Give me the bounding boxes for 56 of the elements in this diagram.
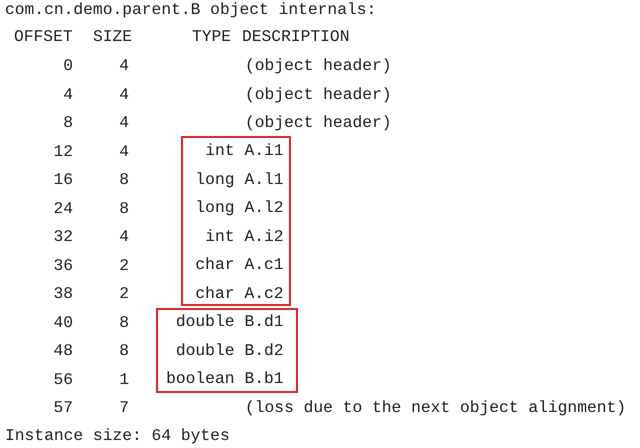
column-header: OFFSET (14, 26, 73, 48)
highlight-frame (156, 308, 298, 393)
table-cell: 16 (53, 169, 73, 191)
table-cell: 24 (53, 198, 73, 220)
table-cell: (object header) (245, 55, 392, 77)
table-cell: double (176, 311, 234, 333)
table-cell: 2 (119, 283, 129, 305)
table-cell: A.l2 (244, 197, 284, 219)
table-cell: 12 (53, 140, 73, 162)
table-cell: 36 (53, 254, 73, 276)
table-cell: 4 (119, 55, 129, 77)
table-cell: 7 (119, 397, 129, 419)
table-cell: 48 (53, 340, 73, 362)
table-cell: A.l1 (244, 168, 284, 190)
table-cell: 0 (63, 55, 73, 77)
table-cell: 4 (119, 140, 129, 162)
heading: com.cn.demo.parent.B object internals: (5, 0, 376, 21)
table-cell: B.d2 (244, 340, 284, 362)
table-cell: B.d1 (244, 311, 284, 333)
highlight-frame (181, 136, 291, 306)
table-cell: 38 (53, 283, 73, 305)
summary-text: Instance size: 64 bytes (5, 425, 230, 447)
table-cell: 8 (63, 112, 73, 134)
table-cell: 40 (53, 312, 73, 334)
table-cell: 32 (53, 226, 73, 248)
table-cell: 4 (119, 112, 129, 134)
table-cell: (loss due to the next object alignment) (245, 397, 626, 419)
table-cell: long (195, 197, 234, 219)
table-cell: B.b1 (244, 368, 284, 390)
table-cell: A.c2 (244, 282, 284, 304)
table-cell: 57 (53, 397, 73, 419)
table-cell: 8 (119, 340, 129, 362)
table-cell: 8 (119, 169, 129, 191)
table-cell: 8 (119, 312, 129, 334)
table-cell: double (176, 340, 234, 362)
table-cell: 4 (119, 226, 129, 248)
table-cell: A.c1 (244, 254, 284, 276)
column-header: DESCRIPTION (242, 26, 350, 48)
table-cell: A.i1 (244, 140, 284, 162)
table-cell: 4 (119, 84, 129, 106)
table-cell: long (195, 168, 234, 190)
table-cell: (object header) (245, 112, 392, 134)
column-header: TYPE (192, 26, 232, 48)
table-cell: 2 (119, 254, 129, 276)
table-cell: 56 (53, 368, 73, 390)
table-cell: char (195, 282, 234, 304)
table-cell: 1 (119, 368, 129, 390)
table-cell: char (195, 254, 234, 276)
table-cell: 8 (119, 198, 129, 220)
table-cell: int (205, 140, 234, 162)
table-cell: (object header) (245, 84, 392, 106)
table-cell: int (205, 226, 234, 248)
table-cell: boolean (166, 368, 234, 390)
table-cell: 4 (63, 84, 73, 106)
column-header: SIZE (93, 26, 132, 48)
table-cell: A.i2 (244, 226, 284, 248)
